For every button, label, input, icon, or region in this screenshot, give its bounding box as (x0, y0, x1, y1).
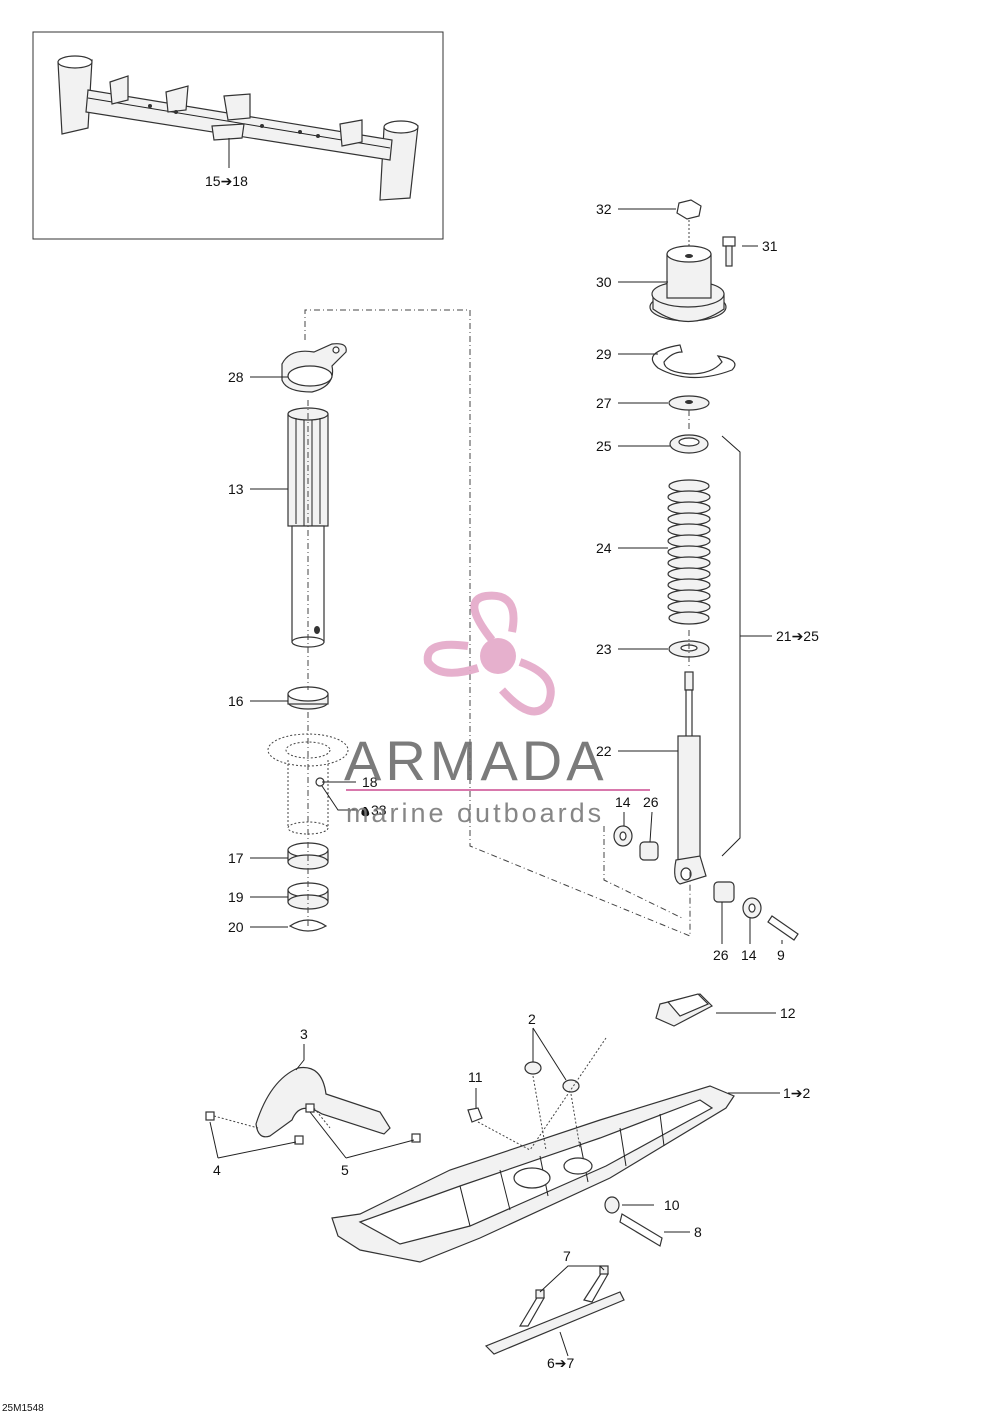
propeller-logo-icon (423, 591, 555, 716)
leader-lines (209, 208, 783, 1357)
nut-drawing (676, 199, 702, 220)
ski-stopper-drawing (255, 1066, 391, 1138)
callout-22: 22 (596, 743, 612, 759)
watermark-subtitle: marine outboards (346, 798, 604, 828)
callout-6-7: 6➔7 (547, 1355, 575, 1371)
ski-assembly (205, 993, 735, 1355)
callout-23: 23 (596, 641, 612, 657)
callout-3: 3 (300, 1026, 308, 1042)
bolt-5b-drawing (411, 1133, 421, 1143)
ski-handle-drawing (655, 993, 714, 1027)
callout-10: 10 (664, 1197, 680, 1213)
callout-8: 8 (694, 1224, 702, 1240)
lubricant-callout: 33 (361, 802, 387, 818)
callout-2: 2 (528, 1011, 536, 1027)
drawing-code: 25M1548 (2, 1403, 44, 1414)
callout-25: 25 (596, 438, 612, 454)
shock-assembly (613, 199, 799, 941)
callout-1-2: 1➔2 (783, 1085, 811, 1101)
callout-16: 16 (228, 693, 244, 709)
callout-labels: 32 31 30 29 27 25 24 23 22 21➔25 28 13 1… (213, 201, 819, 1371)
callout-5: 5 (341, 1162, 349, 1178)
callout-29: 29 (596, 346, 612, 362)
watermark-title: ARMADA (344, 729, 608, 792)
callout-19: 19 (228, 889, 244, 905)
ski-body-drawing (331, 1085, 735, 1263)
callout-26-lower: 26 (713, 947, 729, 963)
pad-a-drawing (524, 1061, 542, 1075)
callout-31: 31 (762, 238, 778, 254)
retaining-ring-drawing (652, 344, 736, 379)
drop-icon (361, 807, 370, 817)
ski-nut-drawing (467, 1107, 483, 1123)
callout-4: 4 (213, 1162, 221, 1178)
callout-12: 12 (780, 1005, 796, 1021)
pin-drawing (767, 915, 799, 941)
bolt-4b-drawing (294, 1135, 304, 1145)
callout-26-upper: 26 (643, 794, 659, 810)
callout-21-25: 21➔25 (776, 628, 819, 644)
callout-14-upper: 14 (615, 794, 631, 810)
pad-b-drawing (562, 1079, 580, 1093)
callout-32: 32 (596, 201, 612, 217)
callout-24: 24 (596, 540, 612, 556)
callout-15-18: 15➔18 (205, 173, 248, 189)
callout-9: 9 (777, 947, 785, 963)
shock-absorber-drawing (674, 671, 707, 885)
callout-27: 27 (596, 395, 612, 411)
callout-20: 20 (228, 919, 244, 935)
coil-spring-drawing (667, 479, 711, 625)
callout-30: 30 (596, 274, 612, 290)
steering-arm-drawing (281, 343, 347, 393)
callout-11: 11 (468, 1069, 483, 1085)
ski-runner-drawing (484, 1265, 625, 1355)
callout-13: 13 (228, 481, 244, 497)
bushing-left-drawing (639, 841, 659, 861)
screw-drawing (722, 236, 736, 247)
ski-bolt-drawing (619, 1213, 663, 1247)
callout-14-lower: 14 (741, 947, 757, 963)
axle-frame-drawing (57, 55, 419, 201)
callout-7: 7 (563, 1248, 571, 1264)
callout-17: 17 (228, 850, 244, 866)
armada-watermark: ARMADA marine outboards (344, 591, 650, 828)
top-cap-drawing (649, 245, 727, 323)
bolt-4a-drawing (205, 1111, 215, 1121)
inset-frame-panel: 15➔18 (32, 31, 444, 240)
callout-28: 28 (228, 369, 244, 385)
callout-18: 18 (362, 774, 378, 790)
bolt-5a-drawing (305, 1103, 315, 1113)
bushing-right-drawing (713, 881, 735, 903)
callout-33: 33 (371, 802, 387, 818)
ski-washer-drawing (604, 1196, 620, 1214)
